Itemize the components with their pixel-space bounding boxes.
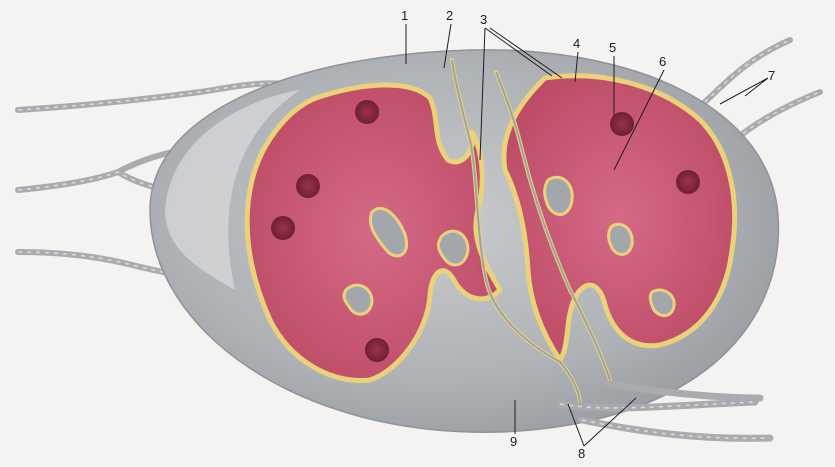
label-6: 6 [659,54,666,69]
label-4: 4 [573,36,580,51]
follicle [355,100,379,124]
sinus [609,224,633,254]
follicle [676,170,700,194]
label-2: 2 [446,8,453,23]
label-9: 9 [510,434,517,449]
label-1: 1 [401,8,408,23]
efferent-vessel [582,420,770,438]
label-5: 5 [609,40,616,55]
follicle [271,216,295,240]
label-8: 8 [578,446,585,461]
label-3: 3 [480,12,487,27]
sinus [650,290,674,316]
follicle [365,338,389,362]
follicle [296,174,320,198]
afferent-vessel [698,40,790,108]
sinus [545,177,573,214]
label-7: 7 [768,68,775,83]
